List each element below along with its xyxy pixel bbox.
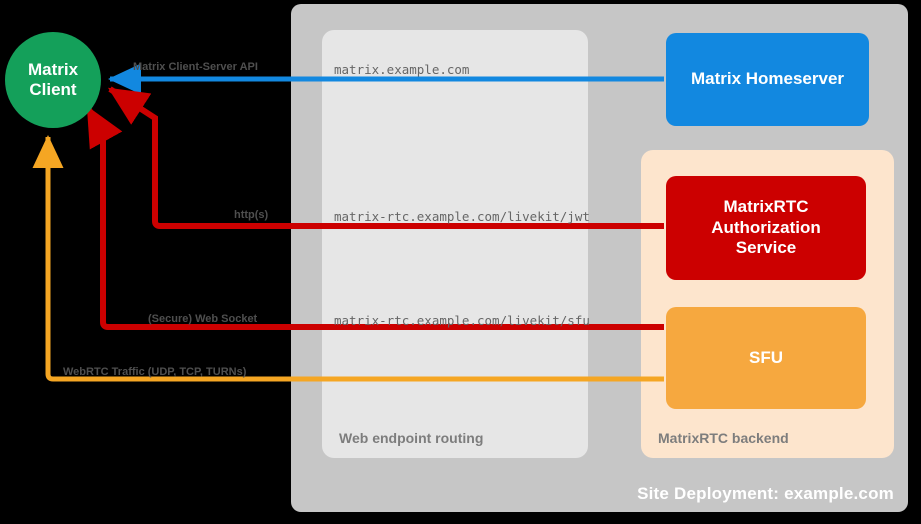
arrow-webrtc-traffic bbox=[32, 134, 664, 382]
matrix-homeserver-node[interactable]: Matrix Homeserver bbox=[666, 33, 869, 126]
auth-label-line3: Service bbox=[735, 238, 797, 258]
sfu-label: SFU bbox=[749, 347, 783, 367]
matrixrtc-authorization-service-node[interactable]: MatrixRTC Authorization Service bbox=[666, 176, 866, 280]
label-webrtc-traffic: WebRTC Traffic (UDP, TCP, TURNs) bbox=[63, 366, 247, 378]
label-http-s: http(s) bbox=[234, 209, 269, 221]
endpoint-livekit-sfu: matrix-rtc.example.com/livekit/sfu bbox=[334, 313, 590, 328]
sfu-node[interactable]: SFU bbox=[666, 307, 866, 409]
matrixrtc-backend-title: MatrixRTC backend bbox=[658, 430, 789, 446]
matrix-client-node[interactable]: Matrix Client bbox=[5, 32, 101, 128]
arrow-sfu-websocket bbox=[85, 105, 664, 330]
auth-label-line1: MatrixRTC bbox=[723, 197, 809, 217]
site-deployment-title: Site Deployment: example.com bbox=[637, 484, 894, 503]
label-client-server-api: Matrix Client-Server API bbox=[133, 61, 258, 73]
web-endpoint-routing-panel: Web endpoint routing bbox=[322, 30, 588, 458]
matrix-homeserver-label: Matrix Homeserver bbox=[690, 69, 845, 89]
endpoint-matrix-example-com: matrix.example.com bbox=[334, 62, 470, 77]
label-secure-web-socket: (Secure) Web Socket bbox=[148, 313, 258, 325]
web-endpoint-routing-title: Web endpoint routing bbox=[339, 430, 484, 446]
auth-label-line2: Authorization bbox=[711, 217, 821, 237]
matrix-client-label-line1: Matrix bbox=[27, 60, 79, 80]
endpoint-livekit-jwt: matrix-rtc.example.com/livekit/jwt bbox=[334, 209, 590, 224]
arrow-jwt-http bbox=[107, 86, 664, 229]
matrix-client-label-line2: Client bbox=[29, 80, 77, 99]
